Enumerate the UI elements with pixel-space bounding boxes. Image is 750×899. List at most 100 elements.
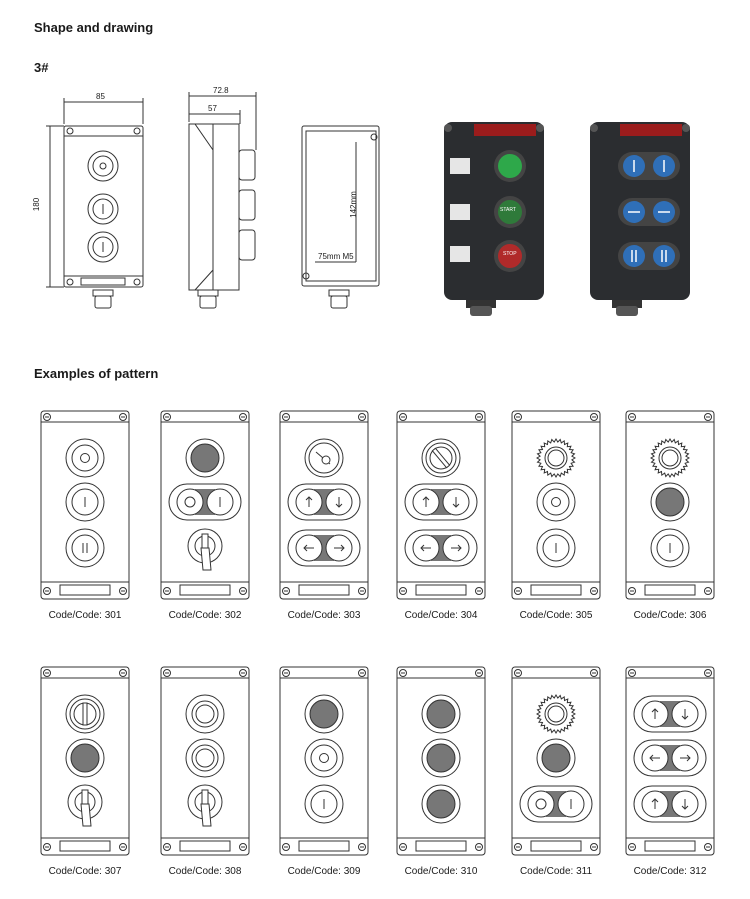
pattern-box: Code/Code: 312: [625, 666, 715, 877]
pattern-code-label: Code/Code: 302: [168, 610, 242, 621]
screw-icon: [590, 587, 598, 595]
i-control[interactable]: [304, 784, 344, 824]
i-control[interactable]: [65, 482, 105, 522]
updown-control[interactable]: [633, 695, 707, 733]
estop-control[interactable]: [536, 694, 576, 734]
screw-icon: [163, 413, 171, 421]
ii-control[interactable]: [65, 528, 105, 568]
pattern-box: Code/Code: 305: [511, 410, 601, 621]
screw-icon: [399, 669, 407, 677]
screw-icon: [399, 413, 407, 421]
screw-icon: [119, 843, 127, 851]
screw-icon: [590, 669, 598, 677]
enclosure-drawing: [625, 666, 715, 856]
o-control[interactable]: [536, 482, 576, 522]
pattern-code-label: Code/Code: 306: [633, 610, 707, 621]
pattern-box: Code/Code: 303: [279, 410, 369, 621]
screw-icon: [43, 843, 51, 851]
leftright-control[interactable]: [633, 739, 707, 777]
screw-icon: [119, 413, 127, 421]
model-number: 3#: [34, 60, 49, 75]
pattern-code-label: Code/Code: 304: [404, 610, 478, 621]
leftright-control[interactable]: [287, 529, 361, 567]
o-control[interactable]: [304, 738, 344, 778]
pattern-box: Code/Code: 310: [396, 666, 486, 877]
product-photo-start-stop: [444, 122, 544, 316]
pattern-code-label: Code/Code: 301: [48, 610, 122, 621]
estop-control[interactable]: [650, 438, 690, 478]
start-label: START: [500, 207, 516, 213]
pattern-code-label: Code/Code: 310: [404, 866, 478, 877]
screw-icon: [628, 587, 636, 595]
screw-icon: [239, 669, 247, 677]
screw-icon: [475, 669, 483, 677]
oi-control[interactable]: [168, 483, 242, 521]
screw-icon: [358, 587, 366, 595]
screw-icon: [475, 587, 483, 595]
pattern-box: Code/Code: 307: [40, 666, 130, 877]
screw-icon: [704, 587, 712, 595]
i-control[interactable]: [650, 528, 690, 568]
screw-icon: [239, 413, 247, 421]
blank-control[interactable]: [185, 738, 225, 778]
screw-icon: [43, 669, 51, 677]
screw-icon: [514, 843, 522, 851]
oi-control[interactable]: [519, 785, 593, 823]
lamp-control[interactable]: [65, 738, 105, 778]
lamp-control[interactable]: [650, 482, 690, 522]
selector2-control[interactable]: [65, 694, 105, 734]
selector-control[interactable]: [421, 438, 461, 478]
lamp-control[interactable]: [304, 694, 344, 734]
pattern-box: Code/Code: 309: [279, 666, 369, 877]
dim-height: 180: [32, 197, 42, 212]
blank-control[interactable]: [185, 694, 225, 734]
lever-control[interactable]: [187, 784, 223, 827]
screw-icon: [399, 843, 407, 851]
enclosure-drawing: [396, 666, 486, 856]
pattern-code-label: Code/Code: 308: [168, 866, 242, 877]
section-title-shape: Shape and drawing: [34, 20, 154, 35]
screw-icon: [475, 843, 483, 851]
updown-control[interactable]: [404, 483, 478, 521]
screw-icon: [282, 587, 290, 595]
screw-icon: [43, 587, 51, 595]
pattern-box: Code/Code: 304: [396, 410, 486, 621]
o-control[interactable]: [65, 438, 105, 478]
section-title-pattern: Examples of pattern: [34, 366, 159, 381]
enclosure-drawing: [279, 410, 369, 600]
leftright-control[interactable]: [404, 529, 478, 567]
screw-icon: [358, 413, 366, 421]
lamp-control[interactable]: [536, 738, 576, 778]
enclosure-drawing: [396, 410, 486, 600]
i-control[interactable]: [536, 528, 576, 568]
enclosure-drawing: [511, 410, 601, 600]
enclosure-drawing: [625, 410, 715, 600]
enclosure-drawing: [160, 410, 250, 600]
estop-control[interactable]: [536, 438, 576, 478]
enclosure-drawing: [511, 666, 601, 856]
screw-icon: [628, 413, 636, 421]
screw-icon: [514, 669, 522, 677]
pattern-code-label: Code/Code: 312: [633, 866, 707, 877]
lamp-control[interactable]: [421, 738, 461, 778]
lever-control[interactable]: [67, 784, 103, 827]
screw-icon: [163, 843, 171, 851]
lever-control[interactable]: [187, 528, 223, 571]
updown-control[interactable]: [287, 483, 361, 521]
enclosure-drawing: [40, 666, 130, 856]
updown-control[interactable]: [633, 785, 707, 823]
pattern-code-label: Code/Code: 311: [519, 866, 593, 877]
lamp-control[interactable]: [421, 784, 461, 824]
pattern-box: Code/Code: 302: [160, 410, 250, 621]
pattern-code-label: Code/Code: 305: [519, 610, 593, 621]
screw-icon: [119, 669, 127, 677]
pattern-box: Code/Code: 311: [511, 666, 601, 877]
screw-icon: [119, 587, 127, 595]
lamp-control[interactable]: [421, 694, 461, 734]
screw-icon: [163, 669, 171, 677]
screw-icon: [628, 843, 636, 851]
screw-icon: [282, 843, 290, 851]
dim-depth-total: 72.8: [213, 86, 229, 95]
lamp-control[interactable]: [185, 438, 225, 478]
keyswitch-control[interactable]: [304, 438, 344, 478]
